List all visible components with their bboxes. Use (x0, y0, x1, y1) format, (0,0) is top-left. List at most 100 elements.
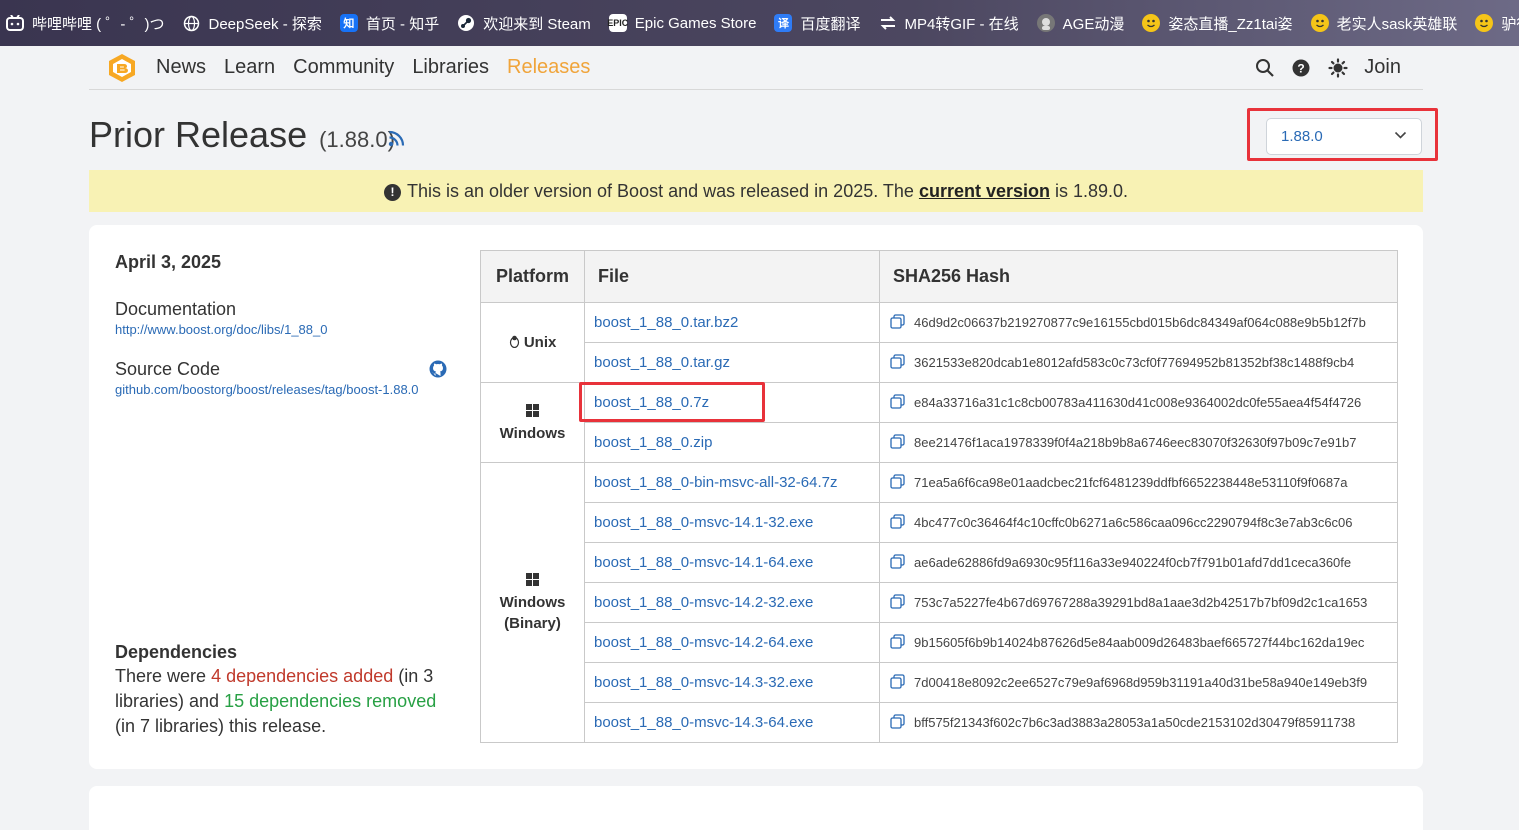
theme-toggle-icon[interactable] (1328, 57, 1348, 78)
bookmark-steam[interactable]: 欢迎来到 Steam (457, 13, 591, 34)
copy-icon[interactable] (890, 593, 905, 612)
header-platform: Platform (480, 250, 585, 303)
current-version-link[interactable]: current version (918, 181, 1050, 201)
hash-value: e84a33716a31c1c8cb00783a411630d41c008e93… (914, 394, 1362, 410)
release-date: April 3, 2025 (115, 252, 222, 272)
source-code-link[interactable]: github.com/boostorg/boost/releases/tag/b… (115, 382, 419, 397)
hash-cell: 7d00418e8092c2ee6527c79e9af6968d959b3119… (879, 662, 1398, 703)
file-link[interactable]: boost_1_88_0-msvc-14.2-64.exe (584, 622, 880, 663)
bookmark-label: 驴得 (1501, 15, 1519, 33)
bookmark-baidu-translate[interactable]: 译 百度翻译 (774, 13, 861, 34)
bilibili-icon (6, 14, 24, 32)
hash-value: bff575f21343f602c7b6c3ad3883a28053a1a50c… (914, 714, 1356, 730)
emoji-icon (1142, 14, 1161, 32)
windows-icon (526, 573, 539, 586)
copy-icon[interactable] (890, 433, 905, 452)
boost-logo[interactable] (107, 53, 137, 83)
hash-cell: 46d9d2c06637b219270877c9e16155cbd015b6dc… (879, 302, 1398, 343)
table-row: boost_1_88_0-msvc-14.2-32.exe 753c7a5227… (481, 582, 1398, 623)
nav-news[interactable]: News (156, 56, 207, 78)
platform-label: Windows (499, 424, 566, 442)
documentation-link[interactable]: http://www.boost.org/doc/libs/1_88_0 (115, 322, 328, 337)
rss-icon[interactable] (388, 130, 405, 147)
nav-community[interactable]: Community (293, 56, 395, 78)
file-link[interactable]: boost_1_88_0.tar.bz2 (584, 302, 880, 343)
notice-text-pre: This is an older version of Boost and wa… (406, 181, 914, 201)
table-row: Windows boost_1_88_0.7z e84a33716a31c1c8… (480, 382, 1398, 463)
platform-unix: Unix (480, 302, 585, 383)
copy-icon[interactable] (890, 553, 905, 572)
file-link[interactable]: boost_1_88_0.zip (584, 422, 880, 463)
highlight-box-file (579, 382, 765, 422)
header-hash: SHA256 Hash (879, 250, 1398, 303)
platform-label: (Binary) (504, 615, 561, 632)
bookmark-label: AGE动漫 (1062, 15, 1125, 33)
bookmark-lvde[interactable]: 驴得 (1475, 13, 1519, 34)
bookmark-zhihu[interactable]: 知 首页 - 知乎 (339, 13, 440, 34)
copy-icon[interactable] (890, 673, 905, 692)
baidu-translate-icon: 译 (774, 14, 793, 32)
join-link[interactable]: Join (1364, 56, 1401, 78)
file-link[interactable]: boost_1_88_0-msvc-14.3-32.exe (584, 662, 880, 703)
epic-icon: EPIC (607, 14, 628, 32)
bookmark-mp4-gif[interactable]: MP4转GIF - 在线 (879, 13, 1019, 34)
table-row: boost_1_88_0-msvc-14.1-32.exe 4bc477c0c3… (481, 502, 1398, 543)
bookmark-epic[interactable]: EPIC Epic Games Store (607, 14, 757, 32)
hash-cell: 8ee21476f1aca1978339f0f4a218b9b8a6746eec… (879, 422, 1398, 463)
copy-icon[interactable] (890, 513, 905, 532)
bookmark-label: 哔哩哔哩 ( ゜- ゜)つ (32, 15, 165, 33)
copy-icon[interactable] (890, 393, 905, 412)
file-link[interactable]: boost_1_88_0-bin-msvc-all-32-64.7z (584, 462, 880, 503)
bookmark-deepseek[interactable]: DeepSeek - 探索 (183, 13, 322, 34)
file-link[interactable]: boost_1_88_0.tar.gz (584, 342, 880, 383)
nav-learn[interactable]: Learn (224, 56, 276, 78)
bookmark-age[interactable]: AGE动漫 (1036, 13, 1125, 34)
hash-value: 4bc477c0c36464f4c10cffc0b6271a6c586caa09… (914, 514, 1353, 530)
github-icon[interactable] (429, 360, 447, 378)
bookmark-zitai[interactable]: 姿态直播_Zz1tai姿 (1142, 13, 1293, 34)
bookmark-label: 首页 - 知乎 (365, 15, 440, 33)
table-row: boost_1_88_0-msvc-14.2-64.exe 9b15605f6b… (481, 622, 1398, 663)
table-row: Unix boost_1_88_0.tar.bz2 46d9d2c06637b2… (480, 302, 1398, 383)
bookmark-laoshiren[interactable]: 老实人sask英雄联 (1310, 13, 1458, 34)
copy-icon[interactable] (890, 713, 905, 732)
linux-icon (509, 335, 519, 349)
copy-icon[interactable] (890, 313, 905, 332)
help-icon[interactable]: ? (1292, 59, 1310, 77)
file-link[interactable]: boost_1_88_0-msvc-14.2-32.exe (584, 582, 880, 623)
file-link[interactable]: boost_1_88_0-msvc-14.1-64.exe (584, 542, 880, 583)
version-select[interactable]: 1.88.0 (1266, 118, 1422, 155)
table-row: boost_1_88_0-msvc-14.3-64.exe bff575f213… (481, 702, 1398, 743)
file-link[interactable]: boost_1_88_0-msvc-14.3-64.exe (584, 702, 880, 743)
copy-icon[interactable] (890, 473, 905, 492)
dependencies-text-part: There were (115, 666, 207, 686)
nav-links: News Learn Community Libraries Releases (156, 56, 608, 79)
bookmark-label: MP4转GIF - 在线 (904, 15, 1019, 33)
hash-value: ae6ade62886fd9a6930c95f116a33e940224f0cb… (914, 554, 1352, 570)
search-icon[interactable] (1255, 58, 1275, 77)
copy-icon[interactable] (890, 353, 905, 372)
table-row: boost_1_88_0-msvc-14.1-64.exe ae6ade6288… (481, 542, 1398, 583)
dependencies-added-link[interactable]: 4 dependencies added (211, 666, 394, 686)
documentation-heading: Documentation (115, 299, 237, 319)
globe-icon (183, 14, 201, 32)
copy-icon[interactable] (890, 633, 905, 652)
platform-label: Unix (523, 334, 557, 351)
next-card (89, 786, 1423, 830)
header-file: File (584, 250, 880, 303)
nav-libraries[interactable]: Libraries (412, 56, 490, 78)
file-link[interactable]: boost_1_88_0-msvc-14.1-32.exe (584, 502, 880, 543)
hash-value: 3621533e820dcab1e8012afd583c0c73cf0f7769… (914, 354, 1355, 370)
dependencies-removed-link[interactable]: 15 dependencies removed (224, 691, 437, 711)
bookmark-label: 姿态直播_Zz1tai姿 (1168, 15, 1293, 33)
hash-value: 9b15605f6b9b14024b87626d5e84aab009d26483… (914, 634, 1365, 650)
bookmark-label: DeepSeek - 探索 (208, 15, 322, 33)
bookmark-bilibili[interactable]: 哔哩哔哩 ( ゜- ゜)つ (6, 13, 165, 34)
bookmark-label: 欢迎来到 Steam (483, 15, 591, 33)
nav-releases[interactable]: Releases (507, 56, 591, 78)
hash-value: 753c7a5227fe4b67d69767288a39291bd8a1aae3… (914, 594, 1368, 610)
notice-text-post: is 1.89.0. (1055, 181, 1129, 201)
bookmark-label: Epic Games Store (634, 14, 757, 32)
bookmark-label: 老实人sask英雄联 (1336, 15, 1458, 33)
platform-windows-binary: Windows (Binary) (480, 462, 585, 743)
